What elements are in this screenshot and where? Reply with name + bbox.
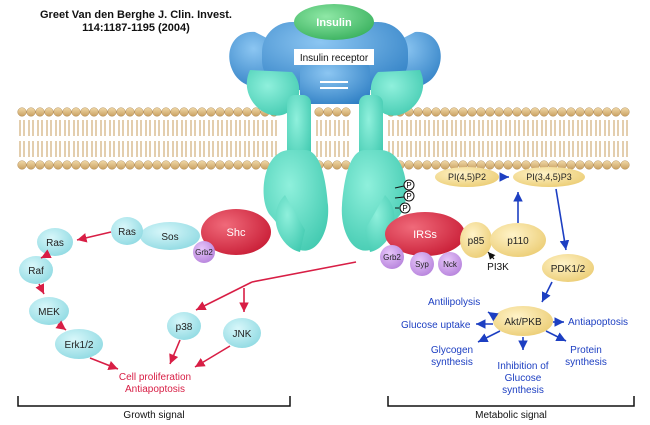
- citation-line-1: Greet Van den Berghe J. Clin. Invest.: [40, 9, 232, 21]
- raf-node: Raf: [19, 256, 53, 284]
- svg-text:Grb2: Grb2: [383, 253, 401, 262]
- phosphate-group: P P P: [394, 179, 415, 214]
- growth-outcome-line-1: Cell proliferation: [119, 372, 191, 383]
- svg-text:PI(4,5)P2: PI(4,5)P2: [448, 172, 486, 182]
- svg-text:Erk1/2: Erk1/2: [65, 340, 94, 351]
- insulin-label: Insulin: [316, 17, 352, 29]
- metabolic-signal-bracket: [387, 396, 635, 407]
- pip3-node: PI(3,4,5)P3: [513, 167, 585, 187]
- pip2-node: PI(4,5)P2: [435, 167, 499, 187]
- svg-text:Ras: Ras: [46, 238, 64, 249]
- svg-text:p38: p38: [176, 322, 193, 333]
- grb2-node-irs: Grb2: [380, 245, 404, 269]
- mek-node: MEK: [29, 297, 69, 325]
- svg-text:p85: p85: [468, 236, 485, 247]
- ras-active-node: Ras: [111, 217, 143, 245]
- grb2-node-shc: Grb2: [193, 241, 215, 263]
- irs-node: IRSs: [385, 212, 465, 256]
- glycogen-line-1: Glycogen: [431, 345, 473, 356]
- erk-node: Erk1/2: [55, 329, 103, 359]
- metabolic-arrows: [476, 172, 570, 350]
- p110-node: p110: [490, 223, 546, 257]
- glycogen-line-2: synthesis: [431, 357, 473, 368]
- nck-node: Nck: [438, 252, 462, 276]
- shc-node: Shc: [201, 209, 271, 255]
- svg-text:Nck: Nck: [443, 260, 458, 269]
- inhibition-line-2: Glucose: [505, 373, 542, 384]
- antiapoptosis-label: Antiapoptosis: [568, 317, 628, 328]
- inhibition-line-3: synthesis: [502, 385, 544, 396]
- svg-text:p110: p110: [507, 236, 529, 247]
- disulfide-bonds: [320, 81, 348, 89]
- svg-text:Ras: Ras: [118, 227, 136, 238]
- growth-signal-bracket: [17, 396, 291, 407]
- citation: Greet Van den Berghe J. Clin. Invest. 11…: [40, 9, 232, 35]
- glucose-uptake-label: Glucose uptake: [401, 320, 471, 331]
- ras-node: Ras: [37, 228, 73, 256]
- jnk-node: JNK: [223, 318, 261, 348]
- svg-text:MEK: MEK: [38, 307, 60, 318]
- svg-text:PDK1/2: PDK1/2: [551, 264, 586, 275]
- insulin-ligand: Insulin: [294, 4, 374, 40]
- growth-arrows: [35, 231, 357, 370]
- receptor-label-bg: [294, 49, 374, 65]
- p38-node: p38: [167, 312, 201, 340]
- svg-text:Sos: Sos: [161, 232, 178, 243]
- svg-text:Akt/PKB: Akt/PKB: [504, 317, 542, 328]
- svg-text:P: P: [406, 192, 411, 201]
- growth-outcome-line-2: Antiapoptosis: [125, 384, 185, 395]
- svg-text:Shc: Shc: [227, 227, 246, 239]
- inhibition-line-1: Inhibition of: [497, 361, 548, 372]
- pi3k-label: PI3K: [487, 262, 509, 273]
- svg-text:PI(3,4,5)P3: PI(3,4,5)P3: [526, 172, 572, 182]
- syp-node: Syp: [410, 252, 434, 276]
- protein-line-2: synthesis: [565, 357, 607, 368]
- svg-text:IRSs: IRSs: [413, 229, 437, 241]
- metabolic-signal-label: Metabolic signal: [475, 410, 547, 421]
- cell-membrane: [17, 107, 630, 170]
- svg-text:Grb2: Grb2: [195, 248, 213, 257]
- akt-node: Akt/PKB: [493, 306, 553, 336]
- svg-text:P: P: [406, 181, 411, 190]
- antilipolysis-label: Antilipolysis: [428, 297, 480, 308]
- p85-node: p85: [460, 222, 492, 258]
- svg-text:Raf: Raf: [28, 266, 44, 277]
- svg-text:JNK: JNK: [233, 329, 252, 340]
- insulin-receptor-label: Insulin receptor: [300, 53, 369, 64]
- pdk-node: PDK1/2: [542, 254, 594, 282]
- citation-line-2: 114:1187-1195 (2004): [82, 22, 190, 34]
- svg-text:Syp: Syp: [415, 260, 429, 269]
- growth-signal-label: Growth signal: [123, 410, 184, 421]
- svg-text:P: P: [402, 204, 407, 213]
- sos-node: Sos: [140, 222, 200, 250]
- protein-line-1: Protein: [570, 345, 602, 356]
- pi3k-pointer: [487, 251, 496, 260]
